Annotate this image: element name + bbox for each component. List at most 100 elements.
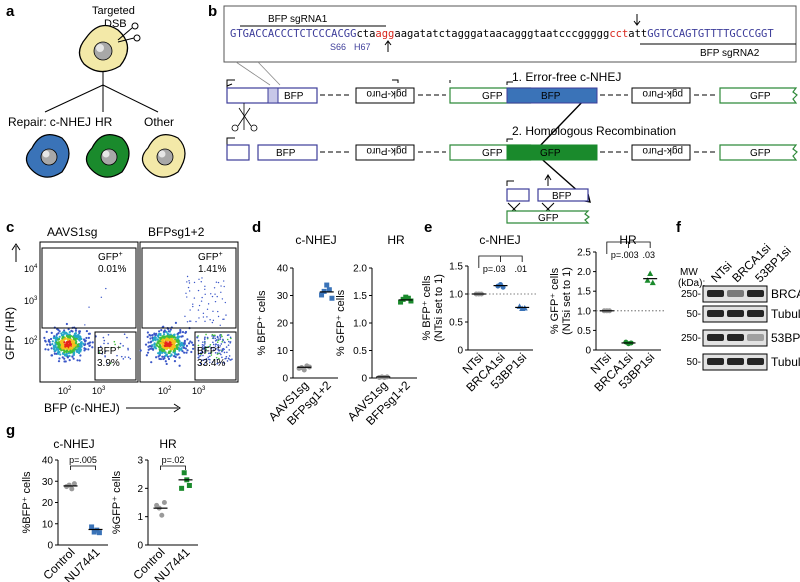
flow-event — [64, 336, 67, 340]
flow-event — [182, 346, 185, 349]
flow-event — [223, 280, 225, 282]
flow-event — [71, 355, 74, 358]
flow-event — [185, 292, 187, 294]
y-tick-label: 1.5 — [353, 291, 367, 302]
flow-event — [104, 350, 107, 353]
flow-event — [168, 343, 171, 346]
flow-event — [200, 353, 202, 355]
flow-event — [189, 309, 191, 311]
bfp-label-2: BFP — [276, 148, 296, 159]
cnhej-cell-icon — [25, 134, 70, 178]
flow-event — [87, 348, 90, 351]
flow-event — [149, 347, 152, 350]
flow-event — [193, 281, 196, 284]
gfp-gate-aavs1 — [41, 247, 137, 329]
flow-event — [91, 346, 94, 349]
flow-event — [201, 341, 204, 343]
y-tick-label: 0 — [585, 346, 591, 357]
flow-event — [217, 338, 220, 340]
flow-event — [178, 347, 181, 350]
blot-band — [747, 310, 764, 317]
flow-event — [110, 347, 113, 349]
flow-event — [79, 346, 82, 349]
bfp-gate-label-a: BFP+ — [97, 345, 121, 357]
flow-event — [151, 334, 154, 337]
p-value: p=.003 — [611, 250, 639, 260]
flow-event — [217, 339, 220, 342]
gfp-pct-b: 1.41% — [198, 264, 226, 275]
y-tick-label: 1 — [137, 512, 143, 523]
flow-event — [216, 295, 218, 298]
flow-event — [164, 342, 167, 345]
sample-label-aavs1: AAVS1sg — [47, 225, 97, 239]
y-tick-label: 1.0 — [577, 306, 591, 317]
flow-event — [75, 349, 78, 352]
flow-event — [85, 336, 88, 340]
flow-event — [67, 344, 70, 348]
flow-event — [197, 335, 199, 337]
flow-event — [50, 354, 54, 357]
flow-event — [187, 286, 190, 289]
flow-event — [62, 352, 65, 356]
hr-label: HR — [95, 115, 113, 129]
flow-event — [67, 352, 70, 355]
flow-event — [209, 352, 212, 354]
flow-event — [228, 349, 231, 351]
blot-band — [707, 310, 724, 317]
flow-event — [119, 342, 122, 345]
flow-ylabel: GFP (HR) — [3, 307, 17, 360]
chart-title: c-NHEJ — [295, 233, 336, 247]
flow-event — [217, 345, 220, 348]
flow-event — [57, 360, 61, 363]
flow-event — [161, 348, 164, 351]
flow-event — [167, 357, 171, 361]
flow-event — [216, 348, 218, 350]
flow-event — [208, 345, 211, 348]
flow-event — [76, 336, 79, 339]
flow-event — [106, 362, 109, 365]
hr-cell-icon — [85, 134, 130, 178]
flow-event — [197, 339, 200, 342]
flow-event — [201, 296, 203, 299]
bfp-gate-label-b: BFP+ — [197, 345, 221, 357]
flow-event — [76, 359, 79, 362]
flow-event — [188, 320, 191, 322]
flow-event — [207, 303, 210, 305]
flow-event — [159, 357, 163, 361]
flow-event — [59, 353, 62, 356]
flow-event — [44, 340, 47, 343]
outcome-2-label: 2. Homologous Recombination — [512, 124, 676, 138]
flow-event — [105, 287, 107, 290]
flow-event — [78, 359, 81, 362]
flow-event — [173, 360, 177, 363]
flow-event — [228, 340, 230, 343]
flow-event — [179, 330, 182, 333]
data-point — [181, 470, 187, 476]
s66-label: S66 — [330, 42, 346, 52]
data-point — [398, 299, 404, 305]
data-point — [644, 277, 651, 283]
svg-text:104: 104 — [24, 264, 38, 274]
flow-event — [203, 344, 205, 347]
flow-event — [166, 355, 170, 358]
p-value: p=.005 — [69, 455, 97, 465]
flow-event — [76, 343, 79, 346]
flow-event — [211, 333, 214, 336]
flow-event — [127, 356, 130, 359]
flow-event — [204, 285, 206, 288]
flow-event — [211, 335, 213, 337]
svg-text:103: 103 — [92, 386, 106, 396]
flow-event — [231, 358, 233, 360]
flow-event — [80, 341, 83, 344]
blot-band — [727, 334, 744, 341]
flow-event — [219, 361, 222, 364]
y-tick-label: 1.5 — [449, 262, 463, 273]
flow-event — [68, 336, 71, 339]
repair-label: Repair:c-NHEJ — [8, 115, 91, 129]
flow-event — [114, 343, 116, 346]
flow-event — [209, 319, 211, 321]
flow-event — [210, 293, 212, 295]
sgrna2-label: BFP sgRNA2 — [700, 48, 760, 59]
flow-event — [147, 341, 150, 344]
